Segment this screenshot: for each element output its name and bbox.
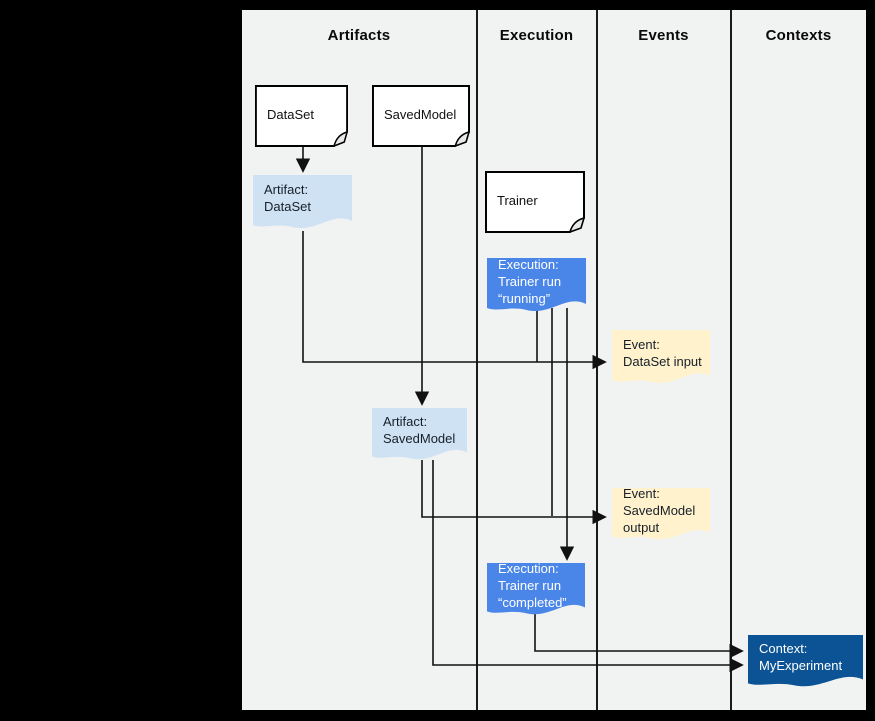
wave-shape bbox=[372, 408, 467, 460]
node-label-line: DataSet input bbox=[623, 354, 702, 369]
node-label-line: SavedModel bbox=[623, 502, 696, 518]
node-label-line: “completed” bbox=[498, 594, 567, 610]
diagram-canvas: Artifacts Execution Events Contexts bbox=[242, 10, 866, 710]
node-label-line: MyExperiment bbox=[759, 658, 843, 673]
node-execution-completed: Execution: Trainer run “completed” bbox=[487, 560, 585, 621]
edge-artifact-savedmodel-to-event-savedmodel-output bbox=[421, 460, 607, 525]
node-artifact-dataset: Artifact: DataSet bbox=[253, 175, 352, 235]
column-header-execution: Execution bbox=[499, 27, 574, 44]
connector-lines bbox=[295, 147, 744, 673]
wave-shape bbox=[612, 330, 710, 384]
node-label-line: output bbox=[623, 519, 660, 535]
node-label-line: Event: bbox=[623, 485, 660, 501]
node-label: Artifact: SavedModel bbox=[372, 408, 467, 466]
column-header-artifacts: Artifacts bbox=[327, 27, 391, 44]
node-label-line: Execution: bbox=[498, 560, 559, 576]
edge-artifact-dataset-to-event-dataset-input bbox=[302, 231, 607, 370]
wave-shape bbox=[612, 488, 710, 540]
wave-shape bbox=[253, 175, 352, 229]
node-dataset-type: DataSet bbox=[255, 85, 348, 147]
edge-execution-completed-to-context bbox=[534, 613, 744, 659]
edge-artifact-savedmodel-to-context bbox=[432, 460, 744, 673]
node-execution-running: Execution: Trainer run “running” bbox=[487, 256, 586, 318]
node-trainer-type: Trainer bbox=[485, 171, 585, 233]
document-shape bbox=[485, 171, 585, 233]
node-label: Event: SavedModel output bbox=[612, 485, 710, 546]
wave-shape bbox=[748, 635, 863, 687]
node-label: Context: MyExperiment bbox=[748, 635, 863, 693]
node-label: Event: DataSet input bbox=[612, 330, 710, 390]
document-shape bbox=[255, 85, 348, 147]
node-context-myexperiment: Context: MyExperiment bbox=[748, 635, 863, 693]
node-savedmodel-type: SavedModel bbox=[372, 85, 470, 147]
node-event-dataset-input: Event: DataSet input bbox=[612, 330, 710, 390]
node-label-line: Artifact: bbox=[264, 182, 309, 197]
column-header-events: Events bbox=[638, 27, 689, 44]
node-label: Trainer bbox=[497, 192, 538, 208]
column-header-contexts: Contexts bbox=[765, 27, 832, 44]
node-label: SavedModel bbox=[384, 106, 457, 122]
node-event-savedmodel-output: Event: SavedModel output bbox=[612, 485, 710, 546]
node-label: DataSet bbox=[267, 106, 314, 122]
node-label-line: Artifact: bbox=[383, 414, 428, 429]
node-label-line: DataSet bbox=[264, 199, 311, 214]
node-label-line: Trainer run bbox=[498, 273, 562, 289]
node-artifact-savedmodel: Artifact: SavedModel bbox=[372, 408, 467, 466]
column-divider-1 bbox=[476, 10, 478, 710]
wave-shape bbox=[487, 258, 586, 312]
node-label-line: Event: bbox=[623, 337, 660, 352]
node-label-line: Execution: bbox=[498, 256, 559, 272]
document-shape bbox=[372, 85, 470, 147]
wave-shape bbox=[487, 563, 585, 615]
node-label: Artifact: DataSet bbox=[253, 175, 352, 235]
node-label-line: Trainer run bbox=[498, 577, 562, 593]
node-label-line: SavedModel bbox=[383, 431, 456, 446]
node-label-line: Context: bbox=[759, 641, 808, 656]
node-label-line: “running” bbox=[498, 290, 551, 306]
node-label: Execution: Trainer run “completed” bbox=[487, 560, 585, 621]
node-label: Execution: Trainer run “running” bbox=[487, 256, 586, 318]
column-divider-3 bbox=[730, 10, 732, 710]
